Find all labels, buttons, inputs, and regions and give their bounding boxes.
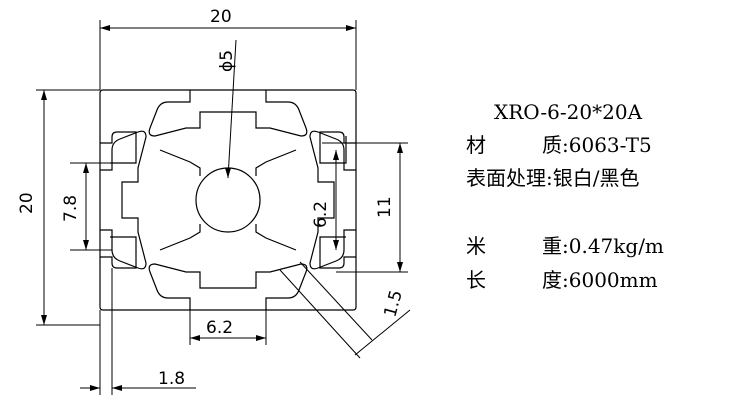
length-value: :6000mm [562, 268, 658, 292]
length-label-a: 长 [466, 268, 486, 292]
profile-core [159, 149, 297, 251]
spec-length: 长 度:6000mm [466, 264, 658, 296]
dim-width-top: 20 [210, 7, 232, 27]
spec-surface: 表面处理:银白/黑色 [466, 162, 639, 194]
material-label-b: 质 [542, 133, 562, 157]
dim-hole-diameter: ϕ5 [217, 50, 237, 72]
surface-value: :银白/黑色 [546, 166, 640, 190]
length-label-b: 度 [542, 268, 562, 292]
slot-right [309, 130, 356, 270]
dim-inner-left: 7.8 [61, 195, 81, 222]
weight-label-b: 重 [542, 234, 562, 258]
weight-label-a: 米 [466, 234, 486, 258]
material-value: :6063-T5 [562, 133, 652, 157]
dim-slot-bottom: 6.2 [206, 318, 233, 338]
slot-left [100, 130, 147, 270]
dim-wall: 1.8 [158, 369, 185, 389]
spec-model: XRO-6-20*20A [494, 96, 642, 128]
surface-label: 表面处理 [466, 166, 546, 190]
dim-slot-depth: 11 [375, 196, 395, 218]
material-label-a: 材 [466, 133, 486, 157]
dim-height-left: 20 [17, 192, 37, 214]
dim-diagonal: 1.5 [381, 288, 407, 319]
model-text: XRO-6-20*20A [494, 100, 643, 124]
spec-weight: 米 重:0.47kg/m [466, 230, 664, 262]
dim-inner-right: 6.2 [311, 201, 331, 228]
slot-top [148, 90, 308, 137]
profile-outline [99, 89, 357, 311]
slot-bottom [148, 263, 308, 310]
spec-material: 材 质:6063-T5 [466, 129, 652, 161]
weight-value: :0.47kg/m [562, 234, 664, 258]
